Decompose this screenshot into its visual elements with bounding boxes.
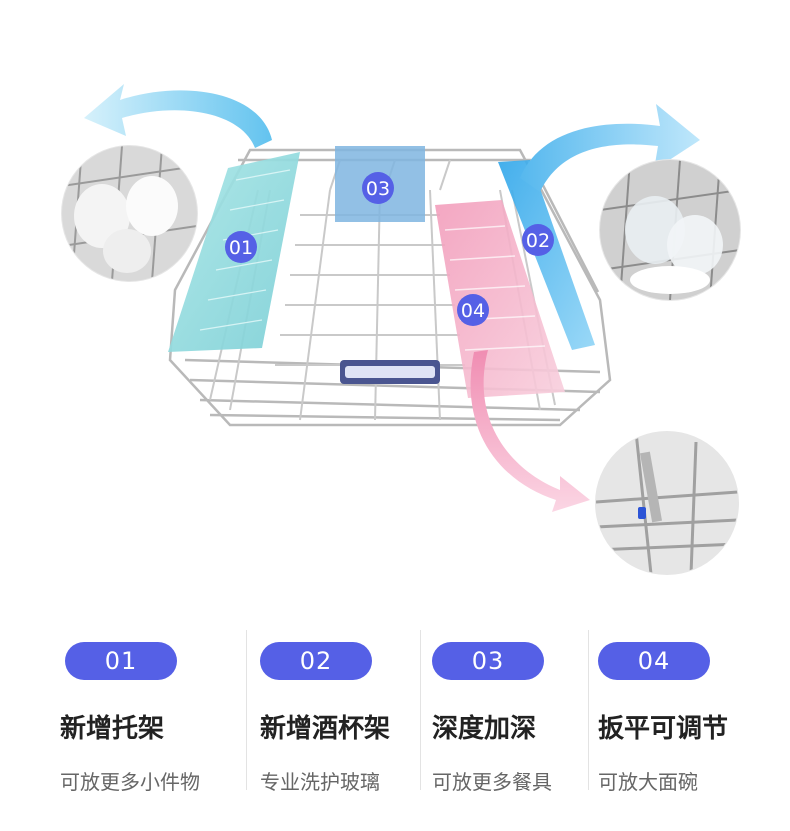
feature-list: 01 新增托架 可放更多小件物 02 新增酒杯架 专业洗护玻璃 03 深度加深 … — [0, 620, 790, 831]
svg-text:04: 04 — [461, 300, 485, 322]
feature-03: 03 深度加深 可放更多餐具 — [432, 620, 602, 831]
inset-glasses-photo — [600, 160, 740, 300]
feature-02: 02 新增酒杯架 专业洗护玻璃 — [260, 620, 430, 831]
badge-03: 03 — [362, 172, 394, 204]
feature-01: 01 新增托架 可放更多小件物 — [60, 620, 230, 831]
arrow-right — [520, 104, 700, 192]
divider — [588, 630, 589, 790]
feature-number-badge: 01 — [65, 642, 177, 680]
svg-text:02: 02 — [526, 230, 550, 252]
rack-illustration: 03 01 02 04 — [84, 84, 700, 512]
feature-04: 04 扳平可调节 可放大面碗 — [598, 620, 768, 831]
arrow-left — [84, 84, 272, 148]
divider — [246, 630, 247, 790]
svg-text:03: 03 — [366, 178, 390, 200]
arrow-down — [470, 350, 590, 512]
feature-number-badge: 03 — [432, 642, 544, 680]
zone-04 — [435, 200, 565, 398]
feature-title: 扳平可调节 — [598, 714, 729, 744]
feature-subtitle: 可放更多小件物 — [60, 770, 200, 794]
feature-subtitle: 可放更多餐具 — [432, 770, 552, 794]
feature-title: 深度加深 — [432, 714, 537, 744]
badge-01: 01 — [225, 231, 257, 263]
svg-text:01: 01 — [229, 237, 253, 259]
inset-hinge-photo — [596, 432, 738, 574]
feature-number-badge: 02 — [260, 642, 372, 680]
feature-subtitle: 专业洗护玻璃 — [260, 770, 380, 794]
zone-02 — [498, 160, 595, 350]
feature-title: 新增托架 — [60, 714, 165, 744]
feature-number-badge: 04 — [598, 642, 710, 680]
feature-title: 新增酒杯架 — [260, 714, 391, 744]
divider — [420, 630, 421, 790]
badge-04: 04 — [457, 294, 489, 326]
feature-subtitle: 可放大面碗 — [598, 770, 698, 794]
badge-02: 02 — [522, 224, 554, 256]
inset-cups-photo — [62, 146, 197, 281]
